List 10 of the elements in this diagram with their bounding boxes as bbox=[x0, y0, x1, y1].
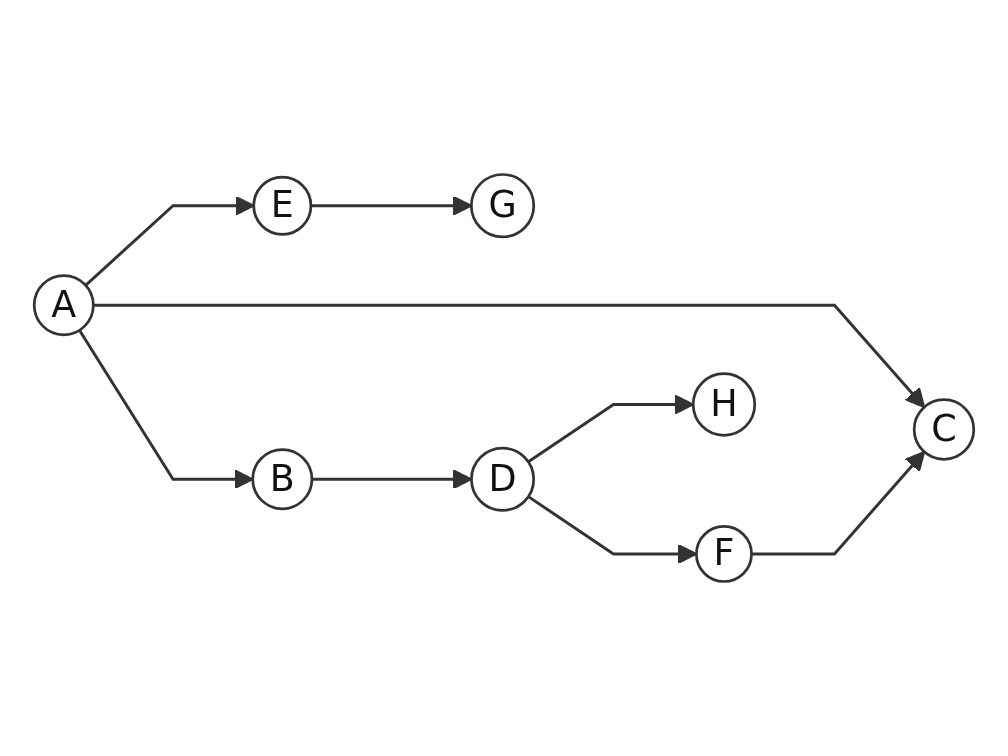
circle-node: G bbox=[470, 173, 536, 239]
circle-node: D bbox=[470, 446, 536, 512]
arrow bbox=[93, 303, 926, 409]
circle-node: H bbox=[691, 372, 757, 437]
circle-node: E bbox=[252, 175, 313, 236]
circle-node: C bbox=[912, 398, 976, 461]
circle-node: B bbox=[251, 448, 314, 511]
circle-node: F bbox=[695, 525, 753, 583]
circle-node: A bbox=[32, 274, 95, 337]
arrow bbox=[751, 450, 926, 556]
